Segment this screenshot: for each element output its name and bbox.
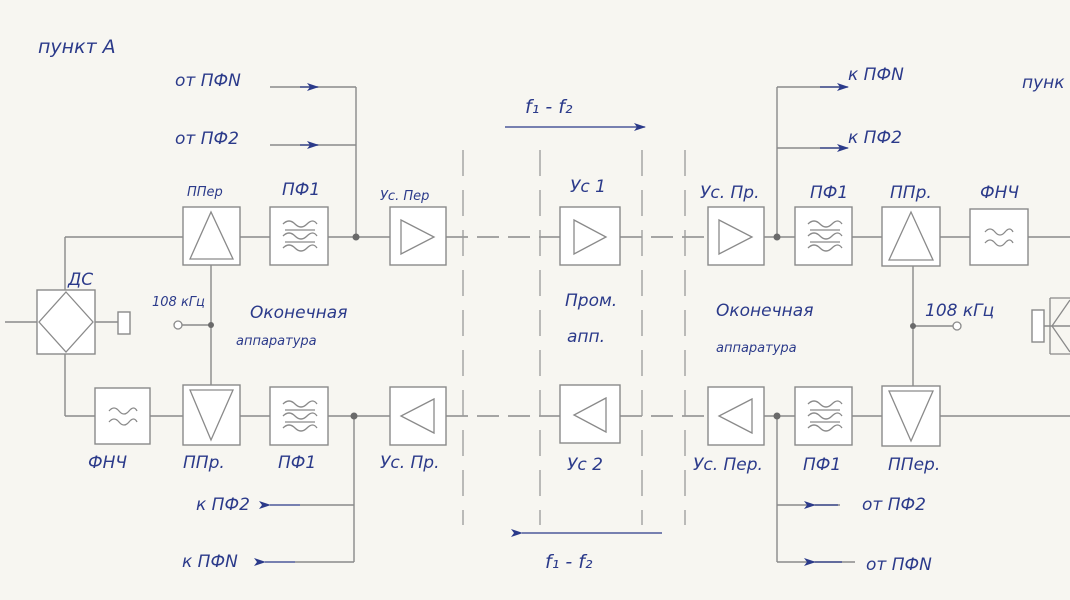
left-ppr-label: ППр. bbox=[183, 453, 225, 473]
right-pf1-top-label: ПФ1 bbox=[810, 183, 848, 203]
right-us-per-label: Ус. Пер. bbox=[693, 455, 763, 475]
right-from-pfn-label: от ПФN bbox=[866, 555, 932, 575]
us-per-left-block bbox=[389, 206, 447, 266]
right-carrier-label: 108 кГц bbox=[925, 301, 994, 321]
text-labels: пункт А пунк f₁ - f₂ f₁ - f₂ от ПФN от П… bbox=[38, 36, 1065, 575]
left-us-per-label: Ус. Пер bbox=[380, 189, 429, 204]
right-ppr-label: ППр. bbox=[890, 183, 932, 203]
pf1-left-top-block bbox=[269, 206, 329, 266]
wiring bbox=[5, 86, 1070, 563]
left-ds-label: ДС bbox=[67, 270, 93, 290]
left-us-pr-label: Ус. Пр. bbox=[380, 453, 440, 473]
fnch-right-block bbox=[969, 208, 1029, 266]
us-pr-left-block bbox=[389, 386, 447, 446]
ds-right-block bbox=[1031, 297, 1070, 355]
left-from-pf2-label: от ПФ2 bbox=[175, 129, 239, 149]
right-pf1-bottom-label: ПФ1 bbox=[803, 455, 841, 475]
left-pf1-bottom-label: ПФ1 bbox=[278, 453, 316, 473]
left-terminal-line1: Оконечная bbox=[250, 303, 347, 323]
pf1-left-bottom-block bbox=[269, 386, 329, 446]
right-terminal-line1: Оконечная bbox=[716, 301, 813, 321]
right-terminal-line2: аппаратура bbox=[716, 341, 797, 356]
right-pper-label: ППер. bbox=[888, 455, 940, 475]
left-from-pfn-label: от ПФN bbox=[175, 71, 241, 91]
us-per-right-block bbox=[707, 386, 765, 446]
us2-label: Ус 2 bbox=[567, 455, 603, 475]
signal-arrows bbox=[254, 83, 849, 566]
right-us-pr-label: Ус. Пр. bbox=[700, 183, 760, 203]
left-to-pf2-label: к ПФ2 bbox=[196, 495, 250, 515]
right-to-pf2-label: к ПФ2 bbox=[848, 128, 902, 148]
pf1-right-top-block bbox=[794, 206, 853, 266]
bottom-frequency-label: f₁ - f₂ bbox=[545, 551, 593, 573]
fnch-left-block bbox=[94, 387, 151, 445]
ppr-right-block bbox=[881, 206, 941, 267]
point-b-label: пунк bbox=[1022, 73, 1065, 93]
left-pf1-top-label: ПФ1 bbox=[282, 180, 320, 200]
right-to-pfn-label: к ПФN bbox=[848, 65, 904, 85]
ppr-left-block bbox=[182, 384, 241, 446]
top-frequency-label: f₁ - f₂ bbox=[525, 96, 573, 118]
prom-line1: Пром. bbox=[565, 291, 617, 311]
left-carrier-label: 108 кГц bbox=[152, 295, 205, 310]
left-to-pfn-label: к ПФN bbox=[182, 552, 238, 572]
left-pper-label: ППер bbox=[187, 185, 223, 200]
prom-line2: апп. bbox=[567, 327, 605, 347]
us-pr-right-block bbox=[707, 206, 765, 266]
right-fnch-label: ФНЧ bbox=[980, 183, 1019, 203]
pf1-right-bottom-block bbox=[794, 386, 853, 446]
pper-left-block bbox=[182, 206, 241, 266]
left-terminal-line2: аппаратура bbox=[236, 334, 317, 349]
right-from-pf2-label: от ПФ2 bbox=[862, 495, 926, 515]
section-dividers bbox=[462, 150, 686, 525]
pper-right-block bbox=[881, 385, 941, 447]
point-a-label: пункт А bbox=[38, 36, 116, 58]
junction-dots bbox=[173, 233, 962, 420]
us1-block bbox=[559, 206, 621, 266]
us1-label: Ус 1 bbox=[570, 177, 606, 197]
us2-block bbox=[559, 384, 621, 444]
ds-left-block bbox=[36, 289, 131, 355]
left-fnch-label: ФНЧ bbox=[88, 453, 127, 473]
